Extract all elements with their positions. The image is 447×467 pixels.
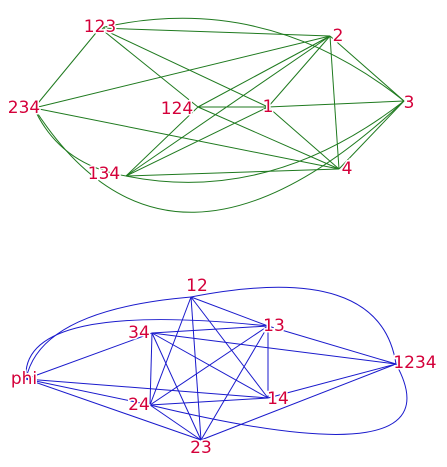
node-label-n3: 3 — [404, 93, 415, 113]
edge-bottom-b12-bphi — [25, 296, 192, 380]
edge-top-n1-n4 — [267, 106, 340, 170]
edge-bottom-b1234-b24 — [149, 363, 408, 435]
node-label-n2: 2 — [333, 26, 344, 46]
edge-bottom-b1234-b23 — [200, 363, 397, 441]
edge-bottom-b34-b1234 — [151, 332, 397, 365]
node-label-b12: 12 — [186, 276, 208, 296]
edge-bottom-b13-b1234 — [267, 325, 397, 365]
edge-top-n123-n1 — [99, 27, 269, 108]
edge-top-n2-n234 — [33, 35, 331, 109]
edge-bottom-b13-bphi — [25, 319, 269, 380]
edge-top-n234-n3 — [33, 100, 405, 213]
edge-top-n123-n3 — [99, 17, 405, 102]
edge-bottom-bphi-b23 — [25, 378, 202, 441]
node-label-n134: 134 — [88, 164, 120, 184]
edge-bottom-b34-b13 — [151, 325, 269, 334]
edge-top-n2-n1 — [267, 35, 331, 108]
edge-bottom-b1234-b14 — [267, 363, 397, 399]
node-label-b1234: 1234 — [393, 353, 436, 373]
edge-top-n124-n4 — [197, 106, 340, 170]
edge-bottom-b34-b23 — [151, 332, 202, 441]
edge-bottom-b12-b24 — [149, 296, 192, 406]
top-graph-edges — [33, 17, 405, 213]
node-label-n234: 234 — [8, 98, 40, 118]
node-label-n123: 123 — [84, 17, 116, 37]
edge-bottom-b34-b24 — [149, 332, 153, 406]
edge-bottom-b24-b14 — [149, 397, 269, 406]
edge-top-n123-n234 — [33, 27, 101, 109]
edge-top-n1-n134 — [125, 106, 269, 177]
edge-bottom-b24-b23 — [149, 404, 202, 441]
edge-bottom-b12-b14 — [190, 296, 269, 399]
edge-top-n134-n4 — [125, 168, 340, 177]
node-label-b34: 34 — [128, 323, 150, 343]
edge-top-n234-n4 — [33, 107, 340, 170]
node-label-b13: 13 — [263, 316, 285, 336]
edge-top-n2-n134 — [125, 35, 331, 177]
edge-bottom-b12-b1234 — [190, 286, 397, 365]
edge-top-n2-n4 — [329, 35, 340, 170]
node-label-b23: 23 — [190, 438, 212, 458]
edge-bottom-bphi-b24 — [25, 378, 151, 406]
edge-bottom-b12-b23 — [190, 296, 202, 441]
edge-top-n1-n3 — [267, 100, 405, 108]
node-label-b24: 24 — [128, 395, 150, 415]
edge-bottom-bphi-b14 — [25, 378, 269, 399]
edge-top-n2-n124 — [197, 35, 331, 108]
edge-top-n3-n4 — [338, 100, 405, 170]
edge-top-n124-n134 — [125, 106, 199, 177]
node-label-n1: 1 — [263, 97, 274, 117]
edge-bottom-b34-b14 — [151, 332, 269, 399]
edge-top-n123-n124 — [99, 27, 199, 108]
edge-top-n123-n2 — [99, 27, 331, 37]
bottom-graph-edges — [25, 286, 408, 441]
node-label-n4: 4 — [342, 159, 353, 179]
edge-bottom-b12-b13 — [190, 296, 269, 327]
edge-bottom-b13-b24 — [149, 325, 269, 406]
node-label-bphi: phi — [11, 369, 37, 389]
edge-top-n2-n3 — [329, 35, 405, 102]
edge-top-n234-n134 — [33, 107, 127, 177]
edge-bottom-b13-b23 — [200, 325, 269, 441]
node-label-n124: 124 — [161, 99, 193, 119]
node-label-b14: 14 — [267, 389, 289, 409]
edge-bottom-b34-bphi — [25, 332, 153, 380]
